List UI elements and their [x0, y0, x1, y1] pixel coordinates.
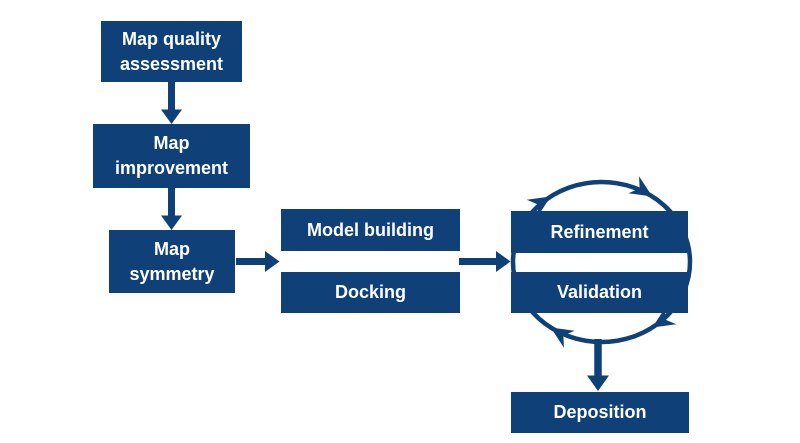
cycle-arrowhead-top-left — [526, 196, 551, 217]
node-label: Map quality assessment — [119, 28, 224, 74]
node-label: Map symmetry — [129, 238, 215, 284]
cycle-arrowhead-bottom-right — [652, 307, 677, 328]
node-validation: Validation — [511, 272, 688, 313]
node-map-symmetry: Map symmetry — [109, 230, 235, 293]
arrow-symmetry-to-modelbuilding — [236, 251, 280, 272]
node-deposition: Deposition — [511, 392, 689, 433]
arrow-assessment-to-improvement — [161, 82, 182, 124]
node-model-building: Model building — [281, 209, 460, 251]
cycle-arrows-icon — [510, 176, 693, 348]
cycle-arrowhead-bottom-left — [550, 327, 575, 348]
arrow-improvement-to-symmetry — [161, 188, 182, 230]
node-refinement: Refinement — [511, 211, 688, 253]
node-docking: Docking — [281, 272, 460, 313]
node-map-improvement: Map improvement — [93, 124, 250, 188]
node-map-quality-assessment: Map quality assessment — [101, 21, 242, 82]
node-label: Model building — [307, 219, 434, 240]
cycle-arrowhead-top-right — [628, 176, 653, 197]
arrow-cycle-to-deposition — [587, 339, 609, 391]
node-label: Refinement — [550, 221, 649, 242]
node-label: Docking — [334, 282, 406, 303]
arrow-modelbuilding-to-refinement — [459, 251, 511, 272]
node-label: Validation — [556, 282, 643, 303]
node-label: Map improvement — [114, 133, 229, 178]
node-label: Deposition — [553, 402, 647, 423]
